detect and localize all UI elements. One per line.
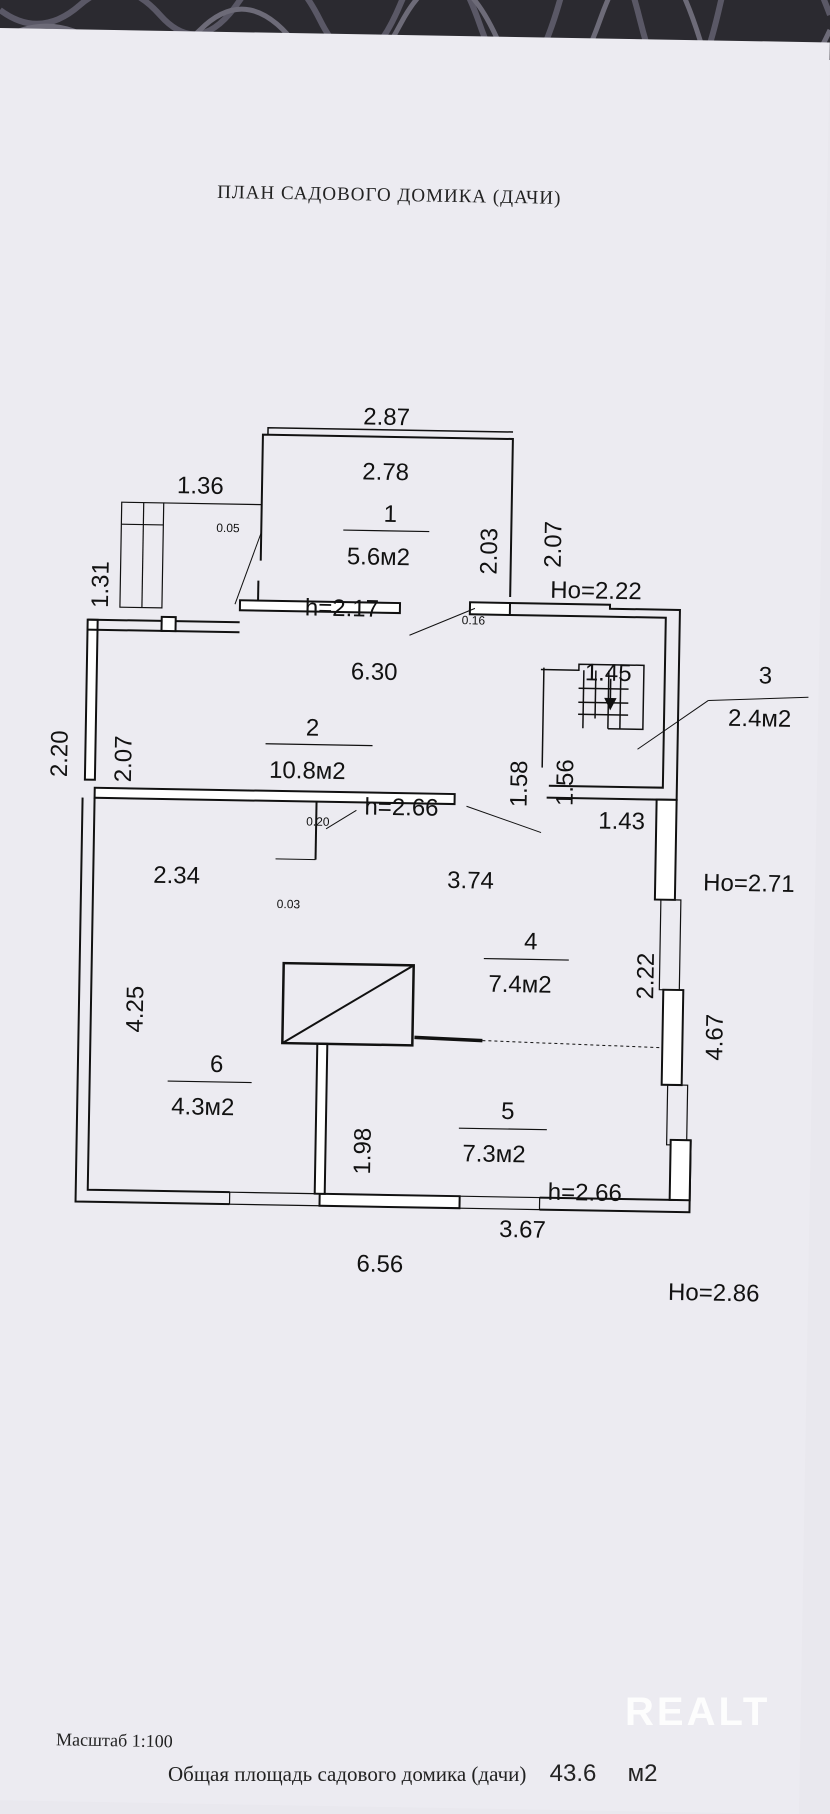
dim-1-58: 1.58 [505, 760, 533, 807]
scale-label: Масштаб 1:100 [56, 1729, 173, 1752]
room6-area: 4.3м2 [171, 1093, 235, 1121]
wall-room2-left [85, 620, 98, 780]
wall-bottom [319, 1194, 459, 1208]
room3-number: 3 [759, 662, 773, 689]
dim-1-43: 1.43 [598, 808, 645, 836]
room5-number: 5 [501, 1098, 515, 1125]
height-h-2-66-a: h=2.66 [364, 793, 439, 821]
dim-0-05: 0.05 [216, 521, 240, 535]
porch-steps [120, 502, 262, 609]
dim-2-78: 2.78 [362, 458, 409, 486]
dim-2-87: 2.87 [363, 403, 410, 431]
height-ho-2-71: Ho=2.71 [703, 869, 795, 898]
room3-area: 2.4м2 [728, 705, 792, 733]
dim-6-56: 6.56 [356, 1250, 403, 1278]
watermark-logo: REALT [625, 1690, 770, 1735]
wall-6-5 [315, 1044, 328, 1194]
dim-0-03: 0.03 [277, 897, 301, 911]
height-ho-2-86: Ho=2.86 [668, 1279, 760, 1308]
dim-1-45: 1.45 [585, 659, 632, 687]
outer-wall [88, 798, 237, 1192]
height-ho-2-22: Ho=2.22 [550, 577, 642, 606]
dim-1-56: 1.56 [552, 759, 580, 806]
dim-2-07-a: 2.07 [540, 521, 568, 568]
room4-number: 4 [524, 928, 538, 955]
room2-number: 2 [306, 714, 320, 741]
room1-number: 1 [383, 501, 397, 528]
dim-2-34: 2.34 [153, 862, 200, 890]
stove [282, 963, 663, 1050]
dim-4-67: 4.67 [701, 1014, 729, 1061]
dim-2-22: 2.22 [632, 952, 660, 999]
floor-plan: 2.87 2.78 1.36 1.31 0.05 1 5.6м2 2.03 2.… [0, 28, 830, 1814]
dim-6-30: 6.30 [351, 658, 398, 686]
dim-2-07-b: 2.07 [110, 735, 138, 782]
total-area-unit: м2 [628, 1760, 658, 1787]
room2-area: 10.8м2 [269, 757, 346, 785]
dim-1-98: 1.98 [349, 1128, 377, 1175]
dim-2-20: 2.20 [46, 730, 74, 777]
dim-4-25: 4.25 [121, 986, 149, 1033]
room1-area: 5.6м2 [347, 543, 411, 571]
total-area-line: Общая площадь садового домика (дачи) 43.… [168, 1760, 657, 1788]
wall-right [655, 800, 677, 900]
dim-0-16: 0.16 [462, 613, 486, 627]
height-h-2-17: h=2.17 [305, 594, 380, 622]
height-h-2-66-b: h=2.66 [548, 1179, 623, 1207]
room6-number: 6 [210, 1051, 224, 1078]
dim-3-67: 3.67 [499, 1216, 546, 1244]
dim-3-74: 3.74 [447, 867, 494, 895]
dim-2-03: 2.03 [476, 528, 504, 575]
plan-sheet: ПЛАН САДОВОГО ДОМИКА (ДАЧИ) [0, 28, 830, 1814]
dim-1-31: 1.31 [87, 561, 115, 608]
total-area-value: 43.6 [550, 1760, 597, 1787]
dim-1-36: 1.36 [177, 472, 224, 500]
dim-0-20: 0.20 [306, 814, 330, 828]
room5-area: 7.3м2 [462, 1140, 526, 1168]
room4-area: 7.4м2 [488, 971, 552, 999]
total-area-label: Общая площадь садового домика (дачи) [168, 1762, 526, 1786]
